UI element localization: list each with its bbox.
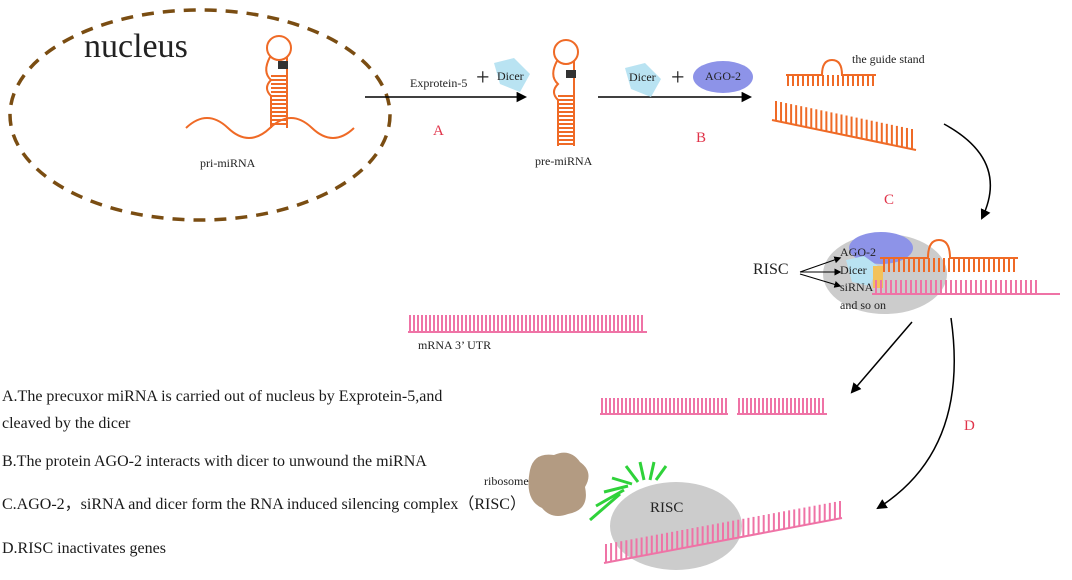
dicer-site-marker (278, 61, 288, 69)
note-a-line1: A.The precuxor miRNA is carried out of n… (2, 388, 443, 405)
plus-b: + (671, 65, 685, 91)
ribosome-shape (528, 452, 589, 516)
risc-pointer-sirna (799, 273, 842, 288)
dicer-label-b: Dicer (629, 70, 656, 84)
step-b-letter: B (696, 130, 707, 146)
ribosome-label: ribosome (484, 474, 529, 488)
ago-label-b: AGO-2 (705, 69, 741, 83)
risc-ago-label: AGO-2 (840, 245, 876, 259)
arrow-c (943, 123, 991, 220)
exprotein-label: Exprotein-5 (410, 76, 468, 90)
green-signal-lines (589, 461, 668, 522)
guide-strand-label: the guide stand (852, 52, 925, 66)
pre-mirna-hairpin (552, 39, 579, 146)
dicer-label-a: Dicer (497, 69, 524, 83)
risc-pointer-ago (799, 256, 842, 273)
risc-more-label: and so on (840, 298, 886, 312)
risc-dicer-label: Dicer (840, 263, 867, 277)
nucleus-label: nucleus (84, 28, 188, 65)
risc-sirna-label: siRNA (840, 280, 874, 294)
mrna-label: mRNA 3’ UTR (418, 338, 492, 352)
arrow-to-cleaved (850, 321, 913, 394)
plus-a: + (476, 65, 490, 91)
step-c-letter: C (884, 192, 895, 208)
step-a-letter: A (433, 123, 444, 139)
risc-label: RISC (753, 261, 789, 278)
arrow-d (876, 317, 955, 510)
nucleus-boundary (8, 8, 392, 222)
note-c: C.AGO-2，siRNA and dicer form the RNA ind… (2, 496, 526, 513)
bound-mrna (603, 398, 843, 564)
note-b: B.The protein AGO-2 interacts with dicer… (2, 453, 427, 470)
risc-complex (823, 232, 1060, 314)
risc-bottom-label: RISC (650, 500, 684, 516)
dicer-shape-b (625, 63, 661, 97)
cleaved-mrna-fragments (600, 398, 827, 415)
guide-strand (771, 58, 917, 151)
mrna-strand (408, 315, 647, 333)
pri-mirna-label: pri-miRNA (200, 156, 256, 170)
note-a-line2: cleaved by the dicer (2, 415, 131, 432)
step-d-letter: D (964, 418, 975, 434)
dicer-site-marker-2 (566, 70, 576, 78)
note-d: D.RISC inactivates genes (2, 540, 166, 557)
ago-2-shape (693, 61, 753, 93)
risc-bottom-shape (610, 482, 742, 570)
dicer-shape-a (494, 58, 530, 92)
pre-mirna-label: pre-miRNA (535, 154, 593, 168)
pri-mirna-hairpin (265, 35, 292, 128)
